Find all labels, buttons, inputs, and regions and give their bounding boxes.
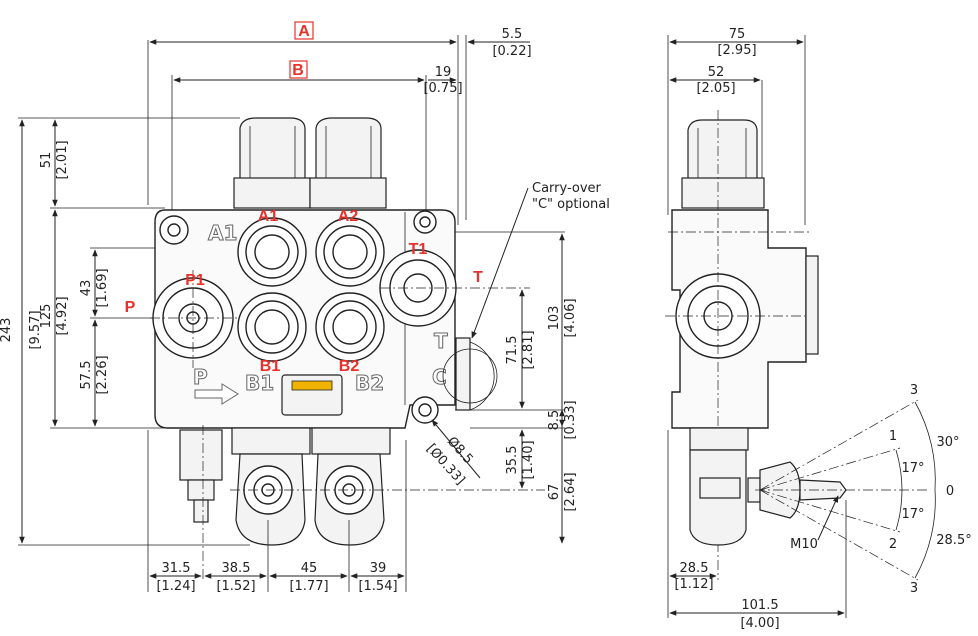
dim-51: 51 <box>39 152 54 169</box>
angle-30: 30° <box>936 435 959 450</box>
dim-0-22: [0.22] <box>492 44 531 59</box>
dim-31-5: 31.5 <box>162 561 191 576</box>
label-A2: A2 <box>338 208 359 225</box>
label-P: P <box>125 299 136 316</box>
label-T1: T1 <box>409 241 428 258</box>
dim-2-01: [2.01] <box>55 140 70 179</box>
dim-52: 52 <box>708 65 725 80</box>
dim-8-5: 8.5 <box>547 410 562 431</box>
dim-0-33: [0.33] <box>563 400 578 439</box>
pos-0: 0 <box>946 484 954 499</box>
dim-125: 125 <box>39 304 54 329</box>
dim-1-77: [1.77] <box>289 579 328 594</box>
pos-3-top: 3 <box>910 383 918 398</box>
thread-note: M10 <box>790 537 818 552</box>
label-T: T <box>473 269 483 286</box>
angle-17-down: 17° <box>901 507 924 522</box>
dim-38-5: 38.5 <box>222 561 251 576</box>
dim-45: 45 <box>301 561 318 576</box>
dim-35-5: 35.5 <box>505 446 520 475</box>
dim-2-64: [2.64] <box>563 472 578 511</box>
dim-101-5: 101.5 <box>741 598 778 613</box>
dim-2-81: [2.81] <box>521 330 536 369</box>
pos-2: 2 <box>889 537 897 552</box>
label-A: A <box>298 23 310 40</box>
pos-3-bottom: 3 <box>910 581 918 596</box>
dim-28-5: 28.5 <box>680 561 709 576</box>
dim-2-05: [2.05] <box>696 81 735 96</box>
dim-9-57: [9.57] <box>28 310 43 349</box>
dim-4-00: [4.00] <box>740 616 779 631</box>
dim-2-95: [2.95] <box>717 43 756 58</box>
carry-over-note-1: Carry-over <box>532 181 602 196</box>
dim-4-92: [4.92] <box>55 296 70 335</box>
cast-mark-t: T <box>434 329 448 353</box>
dim-0-75: [0.75] <box>423 81 462 96</box>
dim-1-52: [1.52] <box>216 579 255 594</box>
angle-28-5: 28.5° <box>936 533 971 548</box>
dim-71-5: 71.5 <box>505 336 520 365</box>
dim-19: 19 <box>435 65 452 80</box>
dim-2-26: [2.26] <box>95 355 110 394</box>
dim-243: 243 <box>0 318 14 343</box>
dim-39: 39 <box>370 561 387 576</box>
angle-17-up: 17° <box>901 461 924 476</box>
dim-4-06: [4.06] <box>563 298 578 337</box>
nameplate-logo <box>291 380 333 391</box>
dim-1-69: [1.69] <box>95 268 110 307</box>
cast-mark-b2: B2 <box>355 371 384 395</box>
dim-75: 75 <box>729 27 746 42</box>
dim-1-54: [1.54] <box>358 579 397 594</box>
dim-1-12: [1.12] <box>674 577 713 592</box>
pos-1: 1 <box>889 429 897 444</box>
label-P1: P1 <box>185 272 205 289</box>
flow-arrow-icon <box>194 383 239 405</box>
carry-over-note-2: "C" optional <box>532 197 610 212</box>
dim-67: 67 <box>547 484 562 501</box>
label-B1: B1 <box>260 358 281 375</box>
dim-57-5: 57.5 <box>79 361 94 390</box>
label-B2: B2 <box>339 358 360 375</box>
dim-103: 103 <box>547 306 562 331</box>
cast-mark-a1: A1 <box>208 221 237 245</box>
dim-5-5: 5.5 <box>502 27 523 42</box>
dim-1-24: [1.24] <box>156 579 195 594</box>
label-B: B <box>292 62 304 79</box>
cast-mark-p: P <box>193 365 208 389</box>
dim-1-40: [1.40] <box>521 440 536 479</box>
dim-43: 43 <box>79 280 94 297</box>
side-view: 75 [2.95] 52 [2.05] 3 1 0 2 3 30° <box>665 27 972 631</box>
cast-mark-b1: B1 <box>245 371 274 395</box>
front-view: A 5.5 [0.22] B 19 [0.75] 243 [9.57] 51 [… <box>0 21 610 594</box>
label-A1: A1 <box>258 208 279 225</box>
